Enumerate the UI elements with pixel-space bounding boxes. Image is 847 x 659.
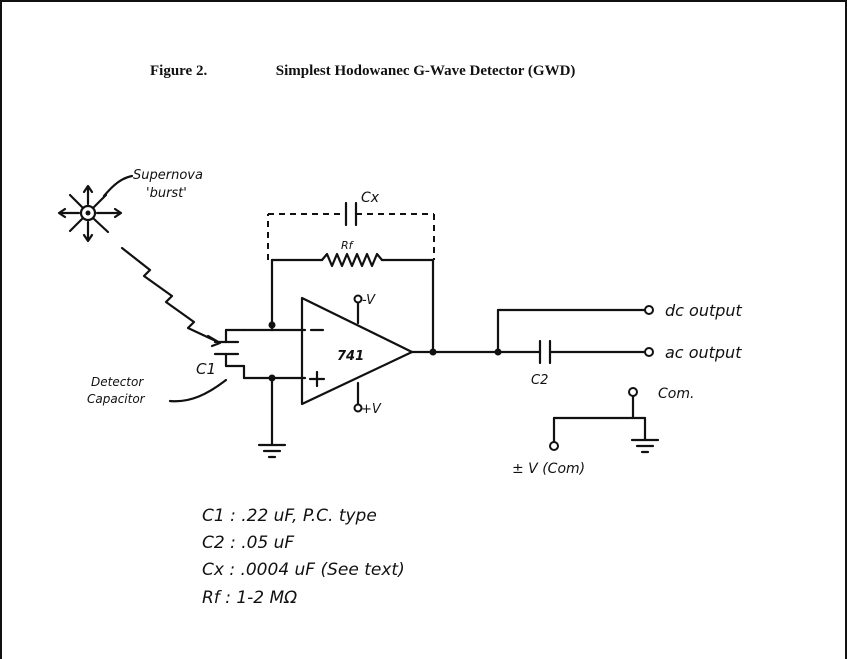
coupling-capacitor-c2 (538, 339, 552, 365)
figure-caption: Figure 2. Simplest Hodowanec G-Wave Dete… (150, 63, 575, 80)
parts-list-item: C1 : .22 uF, P.C. type (202, 506, 377, 526)
parts-list-item: C2 : .05 uF (202, 533, 294, 553)
burst-label: 'burst' (146, 186, 187, 201)
ac-output-label: ac output (665, 343, 742, 362)
ground-symbol-icon (630, 438, 660, 454)
c2-label: C2 (531, 373, 548, 388)
feedback-resistor-rf (320, 252, 384, 268)
figure-number: Figure 2. (150, 63, 208, 79)
opamp-label: 741 (337, 349, 364, 364)
detector-label: Detector (91, 375, 144, 389)
pos-supply-label: +V (361, 402, 382, 417)
capacitor-label: Capacitor (87, 392, 146, 406)
figure-title: Simplest Hodowanec G-Wave Detector (GWD) (275, 63, 576, 79)
com-label: Com. (658, 386, 694, 402)
ac-output-terminal (644, 347, 654, 357)
supernova-label: Supernova (133, 168, 203, 183)
opamp-741 (300, 296, 414, 406)
ground-symbol-icon (257, 376, 287, 459)
dc-output-terminal (644, 305, 654, 315)
dc-output-label: dc output (665, 301, 743, 320)
feedback-capacitor-cx (267, 201, 435, 260)
gwave-path (120, 246, 220, 344)
detector-leader (168, 378, 228, 403)
supernova-leader (102, 174, 134, 198)
parts-list-item: Rf : 1-2 MΩ (202, 588, 297, 608)
parts-list-item: Cx : .0004 uF (See text) (202, 560, 405, 580)
pos-supply-terminal (353, 403, 363, 413)
neg-supply-label: -V (362, 293, 376, 308)
cx-label: Cx (361, 190, 380, 206)
detector-capacitor-c1 (213, 328, 246, 368)
com-terminal (628, 387, 638, 397)
supply-terminal (549, 441, 559, 451)
c1-label: C1 (196, 360, 216, 378)
neg-supply-terminal (353, 294, 363, 304)
rf-label: Rf (341, 239, 355, 252)
supply-label: ± V (Com) (512, 461, 585, 477)
supernova-burst-icon (57, 184, 123, 243)
